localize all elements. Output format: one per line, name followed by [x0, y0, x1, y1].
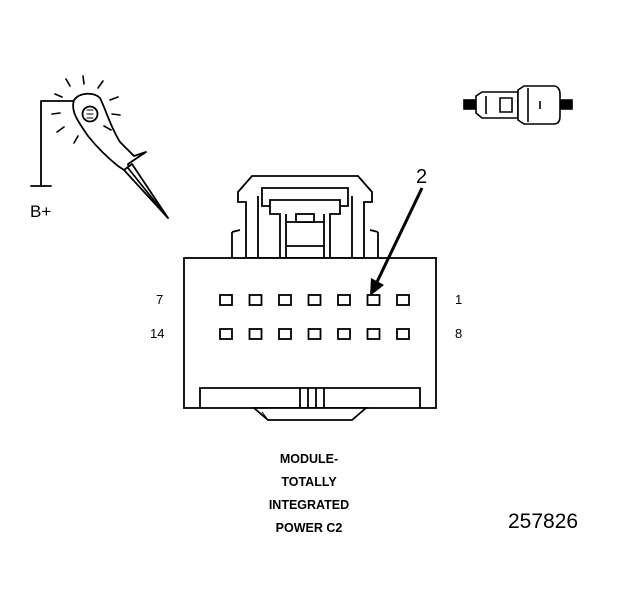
pin-cavity-9	[366, 328, 381, 340]
pin-cavity-2	[366, 294, 381, 306]
pin-cavities	[219, 294, 410, 340]
pin-cavity-12	[278, 328, 292, 340]
supply-label: B+	[30, 202, 51, 221]
connector-caption: MODULE- TOTALLY INTEGRATED POWER C2	[269, 452, 349, 535]
pin-cavity-8	[396, 328, 410, 340]
pin-cavity-5	[278, 294, 292, 306]
pin-cavity-13	[248, 328, 263, 340]
pin-label-bottom-left: 14	[150, 326, 164, 341]
figure-number: 257826	[508, 510, 578, 533]
pin-cavity-4	[307, 294, 322, 306]
callout-label: 2	[416, 166, 427, 188]
light-rays	[51, 75, 121, 144]
probe-lead-wire	[40, 100, 79, 187]
connector-view-icon	[463, 85, 573, 125]
pin-cavity-10	[337, 328, 351, 340]
connector-latch	[269, 199, 341, 259]
pin-label-top-right: 1	[455, 292, 462, 307]
caption-line-2: TOTALLY	[281, 475, 337, 489]
pin-cavity-6	[248, 294, 263, 306]
test-light-probe-icon	[30, 75, 169, 219]
pin-cavity-3	[337, 294, 351, 306]
pin-cavity-1	[396, 294, 410, 306]
caption-line-4: POWER C2	[276, 521, 343, 535]
callout-arrow	[370, 187, 424, 296]
connector-skirt	[251, 407, 369, 421]
probe-body	[72, 92, 147, 175]
pin-label-top-left: 7	[156, 292, 163, 307]
pin-cavity-11	[307, 328, 322, 340]
pin-cavity-7	[219, 294, 233, 306]
pin-label-bottom-right: 8	[455, 326, 462, 341]
caption-line-1: MODULE-	[280, 452, 338, 466]
pin-cavity-14	[219, 328, 233, 340]
caption-line-3: INTEGRATED	[269, 498, 349, 512]
